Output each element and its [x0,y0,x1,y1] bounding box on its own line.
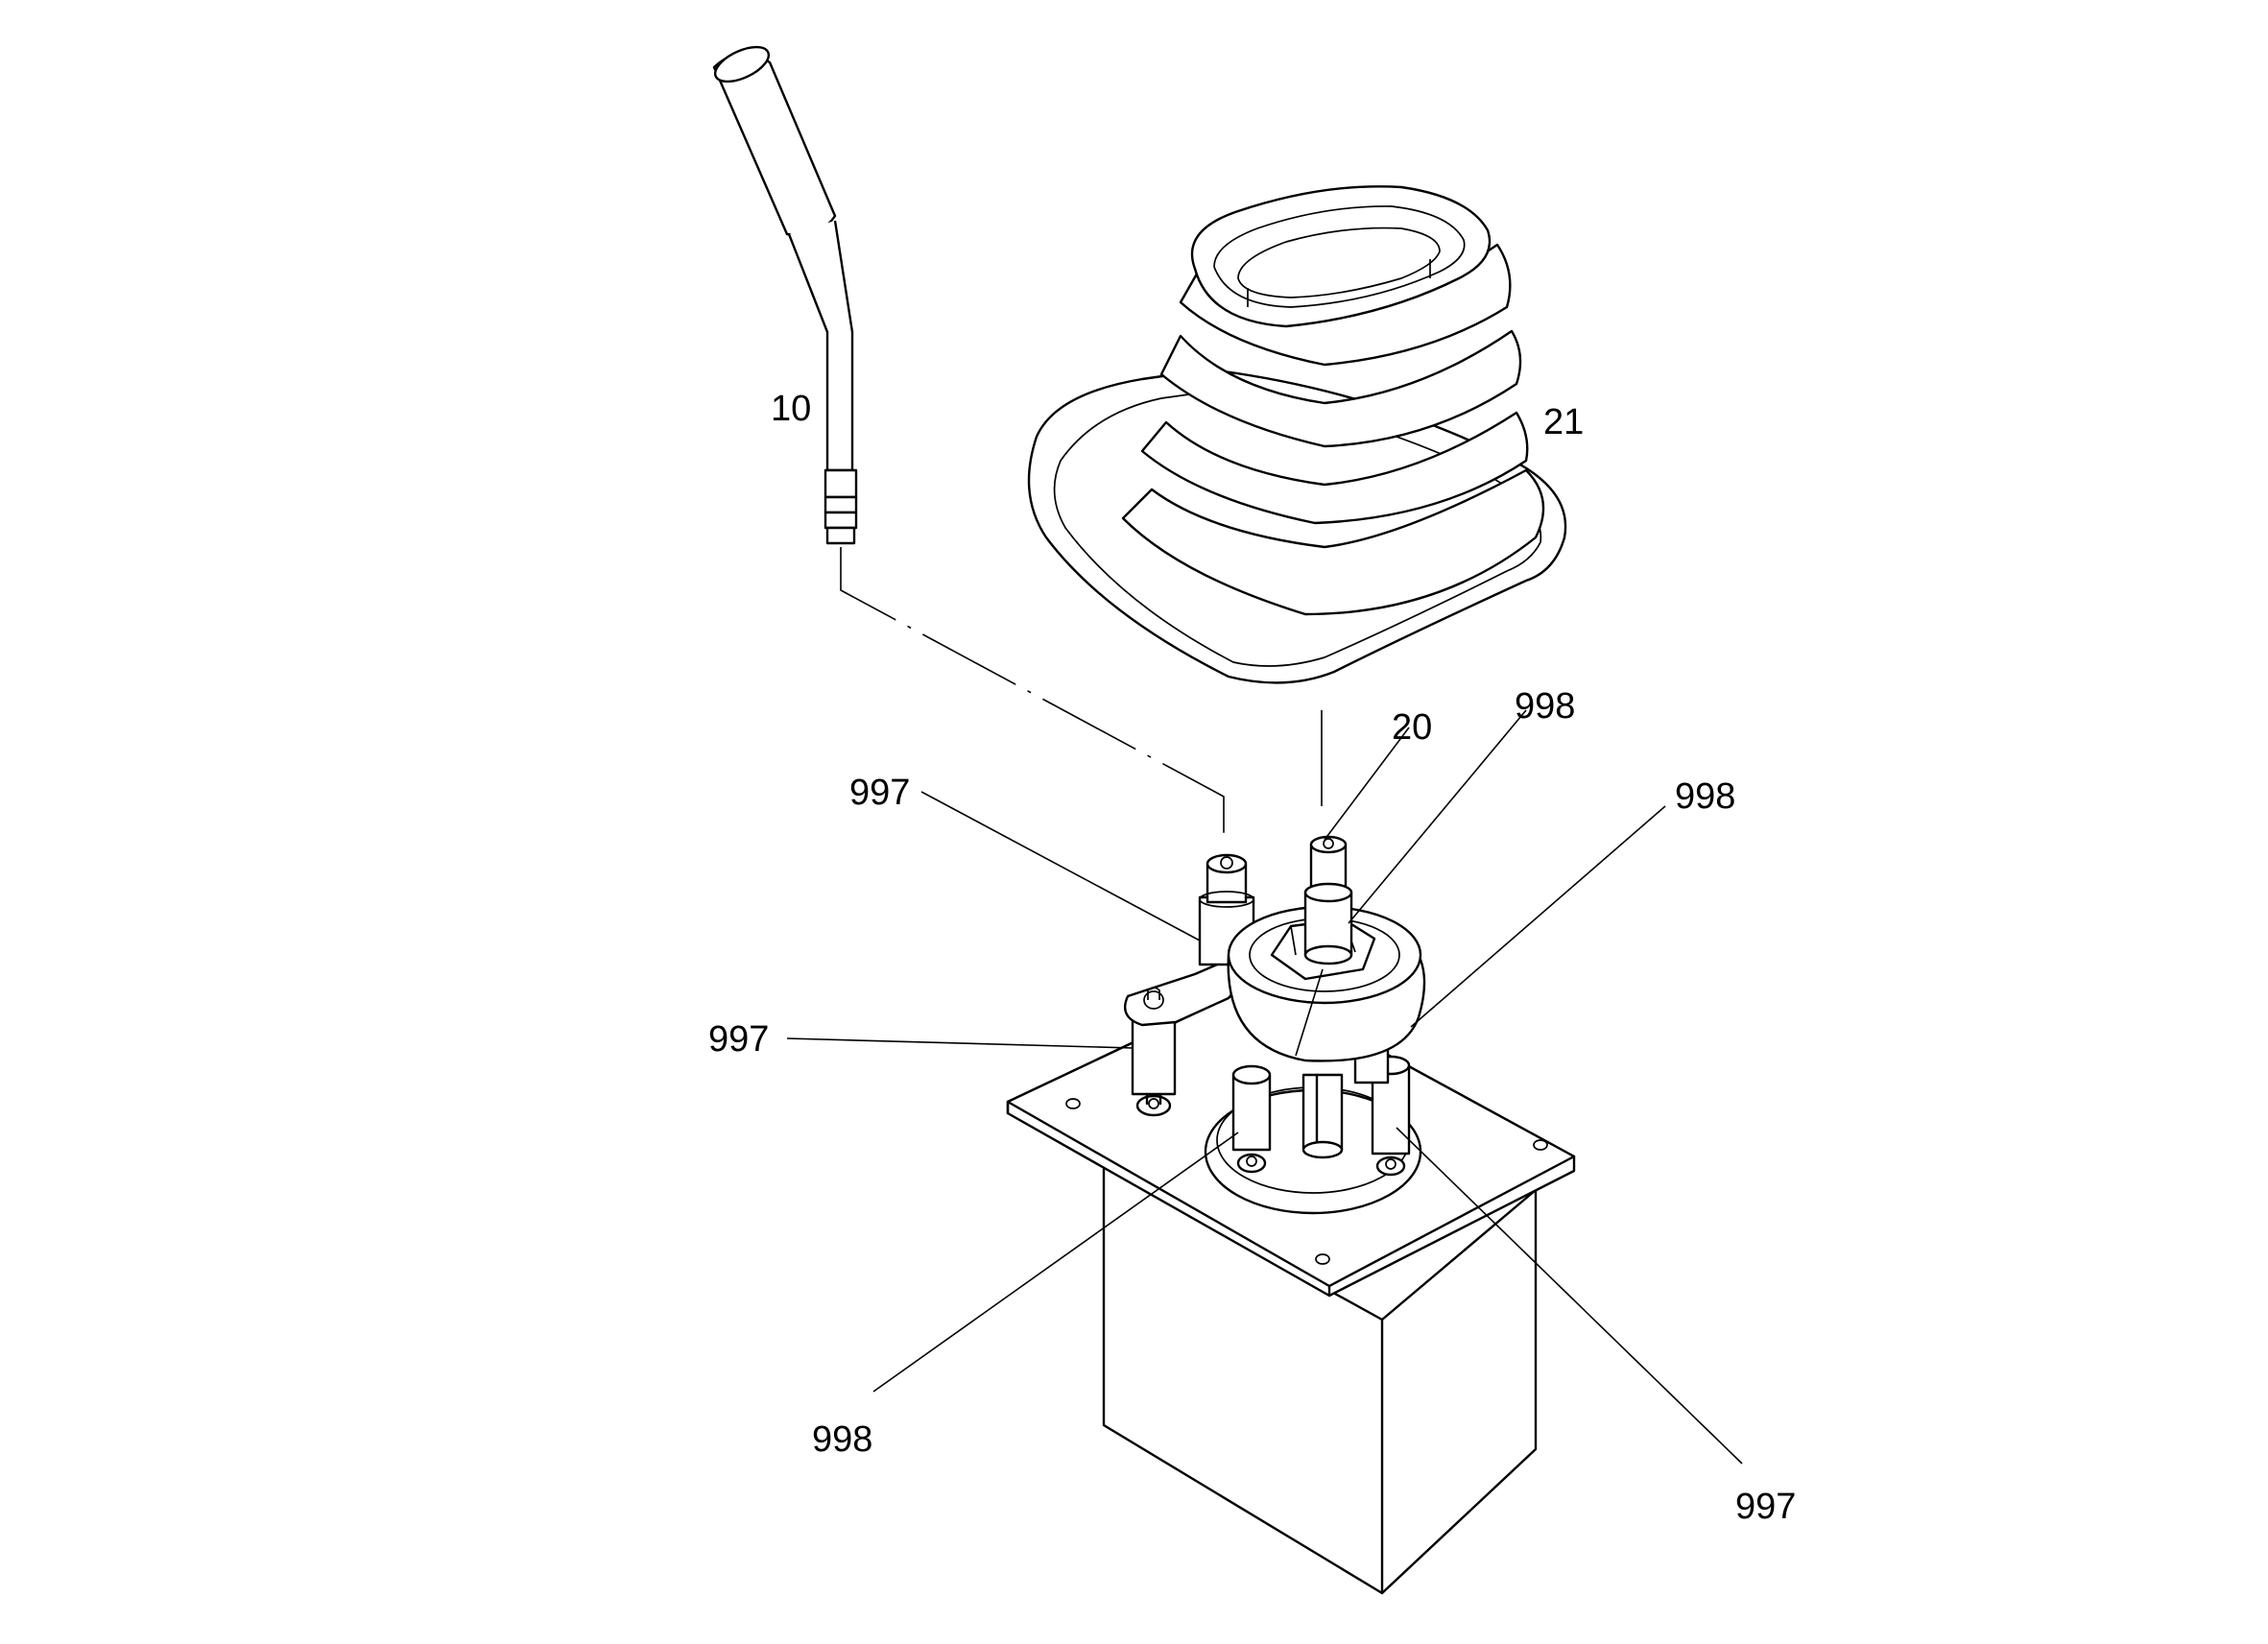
plunger-shaft [1303,835,1353,965]
callout-997-left: 997 [708,1019,769,1060]
callout-997-upper: 997 [849,773,910,813]
control-lever [712,45,858,545]
callout-998-top: 998 [1515,686,1575,727]
callout-998-bottom: 998 [812,1419,872,1460]
callout-21: 21 [1543,402,1584,442]
standoff-post-upper [1198,853,1255,966]
valve-housing [1102,1164,1538,1595]
assembly-lines [840,547,1323,845]
callout-20: 20 [1392,707,1432,748]
rubber-boot [1027,185,1567,684]
callout-998-right: 998 [1675,776,1735,817]
callout-10: 10 [771,389,811,429]
leader-lines [786,709,1743,1465]
valve-cap [1227,905,1426,1062]
callout-labels: 10 21 20 998 998 997 997 998 997 [708,389,1796,1527]
callout-997-bottom: 997 [1735,1487,1796,1527]
push-rods [1231,1035,1411,1177]
standoff-post-left [1131,1011,1177,1117]
